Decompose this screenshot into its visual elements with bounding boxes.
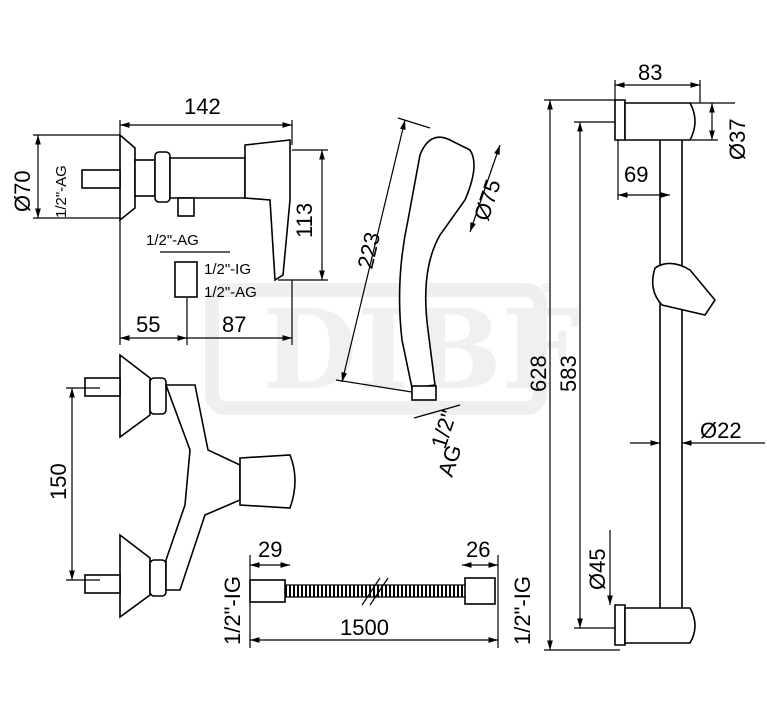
right-thread-label: 1/2"-IG [510, 576, 535, 645]
bracket-depth-label: 83 [638, 60, 662, 85]
rail-length-label: 628 [526, 355, 551, 392]
rail-dimensions: 628 583 83 Ø37 69 Ø22 Ø45 [526, 60, 765, 651]
right-nut-label: 26 [466, 537, 490, 562]
inlet-thread-label: 1/2"-AG [53, 165, 70, 218]
mixer-dimensions: 142 Ø70 1/2"-AG 113 1/2"-AG 1/2"-IG 1/2"… [10, 94, 328, 345]
head-diameter-label: Ø75 [469, 176, 506, 223]
hose-length-label: 1500 [340, 615, 389, 640]
outlet-thread-label: 1/2"-AG [146, 232, 199, 249]
shower-rail [614, 99, 716, 646]
flange-diameter-label: Ø70 [10, 170, 35, 212]
flange-diameter-rail-label: Ø45 [585, 548, 610, 590]
bar-offset-label: 69 [624, 162, 648, 187]
adapter-inner-label: 1/2"-IG [204, 261, 251, 278]
svg-text:®: ® [542, 281, 551, 295]
shower-length-label: 223 [353, 230, 386, 271]
mixer-height-label: 113 [292, 203, 317, 238]
left-nut-label: 29 [258, 537, 282, 562]
bracket-diameter-label: Ø37 [725, 118, 750, 160]
watermark: DIBF ® [205, 281, 580, 415]
mixer-front-view: 150 [46, 353, 296, 619]
bar-diameter-label: Ø22 [700, 418, 742, 443]
adapter-outer-label: 1/2"-AG [204, 284, 257, 301]
offset-right-label: 87 [222, 312, 246, 337]
mixer-side-view [81, 133, 291, 298]
offset-left-label: 55 [136, 312, 160, 337]
shower-hose: 29 26 1500 1/2"-IG 1/2"-IG [220, 537, 535, 648]
bracket-spacing-label: 583 [556, 355, 581, 392]
mixer-width-label: 142 [184, 94, 221, 119]
inlet-spacing-label: 150 [46, 463, 71, 500]
left-thread-label: 1/2"-IG [220, 576, 245, 645]
